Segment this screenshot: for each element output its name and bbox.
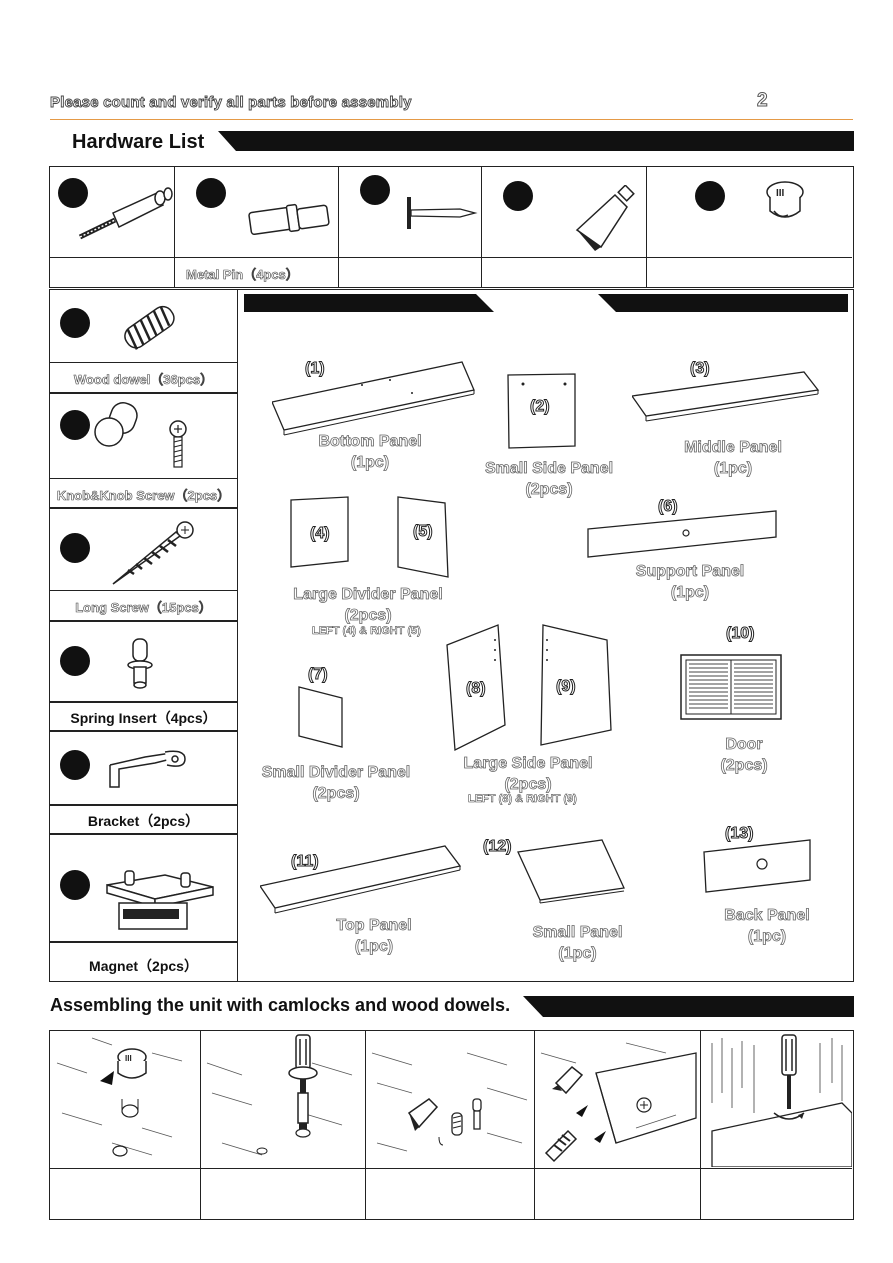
long-screw-label: Long Screw（15pcs） [75, 600, 212, 616]
panel-number: (11) [291, 853, 320, 871]
header-divider [50, 119, 853, 120]
panel-number: (3) [690, 360, 711, 378]
part-marker-dot [60, 410, 90, 440]
large-side-side-note: LEFT (8) & RIGHT (9) [468, 793, 577, 806]
step-3-illustration [371, 1052, 528, 1152]
wood-dowel-icon [124, 305, 175, 350]
part-marker-dot [60, 750, 90, 780]
panel-number: (5) [413, 523, 434, 541]
large-divider-panel-drawing [290, 496, 449, 578]
small-divider-panel-label: Small Divider Panel(2pcs) [261, 764, 411, 803]
assembly-title-bar [523, 996, 854, 1017]
large-divider-side-note: LEFT (4) & RIGHT (5) [312, 625, 421, 638]
hardware-left-column: Wood dowel（36pcs） Knob&Knob Screw（2pcs） … [49, 289, 238, 982]
panels-bar-left [244, 294, 494, 312]
bottom-panel-label: Bottom Panel(1pc) [318, 433, 422, 472]
hardware-list-title: Hardware List [72, 131, 205, 153]
part-marker-dot [60, 646, 90, 676]
support-panel-label: Support Panel(1pc) [635, 563, 745, 602]
svg-text:III: III [776, 188, 785, 199]
step-5-illustration [711, 1034, 852, 1167]
panels-area [238, 289, 854, 982]
bracket-icon [109, 750, 186, 788]
back-panel-label: Back Panel(1pc) [724, 907, 810, 946]
part-marker-dot [503, 181, 533, 211]
large-side-panel-drawing [446, 624, 612, 752]
part-marker-dot [360, 175, 390, 205]
metal-pin-label: Metal Pin（4pcs） [186, 267, 299, 283]
panel-number: (10) [725, 625, 755, 643]
spring-insert-label: Spring Insert（4pcs） [70, 710, 217, 726]
hardware-top-row: Metal Pin（4pcs） III [49, 166, 854, 288]
large-side-panel-label: Large Side Panel(2pcs) [463, 755, 593, 794]
panel-number: (8) [466, 680, 487, 698]
spring-insert-icon [127, 638, 153, 689]
long-screw-icon [112, 521, 194, 585]
bottom-panel-drawing [272, 361, 475, 436]
support-panel-drawing [587, 510, 777, 558]
step-1-illustration: III [56, 1037, 183, 1157]
panel-number: (12) [482, 838, 512, 856]
page-header-note: Please count and verify all parts before… [50, 94, 412, 112]
metal-pin-icon [248, 203, 330, 236]
small-side-panel-label: Small Side Panel(2pcs) [484, 460, 614, 499]
small-divider-panel-drawing [298, 686, 343, 748]
small-side-panel-drawing [507, 373, 576, 449]
panel-number: (6) [658, 498, 679, 516]
bracket-label: Bracket（2pcs） [87, 813, 200, 829]
svg-text:III: III [125, 1054, 132, 1063]
step-4-illustration [540, 1042, 697, 1163]
panel-number: (4) [310, 525, 331, 543]
small-panel-drawing [517, 839, 625, 904]
top-panel-drawing [260, 845, 462, 914]
back-panel-drawing [703, 839, 811, 893]
knob-icon [94, 402, 187, 468]
camlock-bolt-icon [78, 187, 173, 240]
part-marker-dot [60, 308, 90, 338]
panel-number: (7) [308, 666, 329, 684]
part-marker-dot [196, 178, 226, 208]
nail-icon [407, 197, 478, 229]
panel-number: (9) [556, 678, 577, 696]
part-marker-dot [695, 181, 725, 211]
door-label: Door(2pcs) [720, 736, 768, 775]
step-2-illustration [206, 1034, 353, 1156]
panel-number: (13) [724, 825, 754, 843]
small-panel-label: Small Panel(1pc) [532, 924, 623, 963]
magnet-label: Magnet（2pcs） [89, 958, 198, 974]
large-divider-panel-label: Large Divider Panel(2pcs) [293, 586, 443, 625]
glue-tube-icon [575, 185, 635, 251]
panel-number: (2) [530, 398, 551, 416]
panels-bar-right [598, 294, 848, 312]
hardware-title-bar [218, 131, 854, 151]
middle-panel-label: Middle Panel(1pc) [684, 439, 783, 478]
knob-label: Knob&Knob Screw（2pcs） [56, 488, 231, 504]
assembly-title: Assembling the unit with camlocks and wo… [50, 995, 511, 1015]
page-number: 2 [757, 90, 769, 112]
middle-panel-drawing [632, 371, 820, 422]
panel-number: (1) [305, 360, 326, 378]
wood-dowel-label: Wood dowel（36pcs） [73, 372, 214, 388]
top-panel-label: Top Panel(1pc) [336, 917, 412, 956]
cam-lock-icon: III [766, 181, 804, 218]
part-marker-dot [58, 178, 88, 208]
magnet-icon [106, 870, 214, 930]
part-marker-dot [60, 870, 90, 900]
part-marker-dot [60, 533, 90, 563]
door-drawing [680, 654, 782, 720]
assembly-steps: III [49, 1030, 854, 1220]
